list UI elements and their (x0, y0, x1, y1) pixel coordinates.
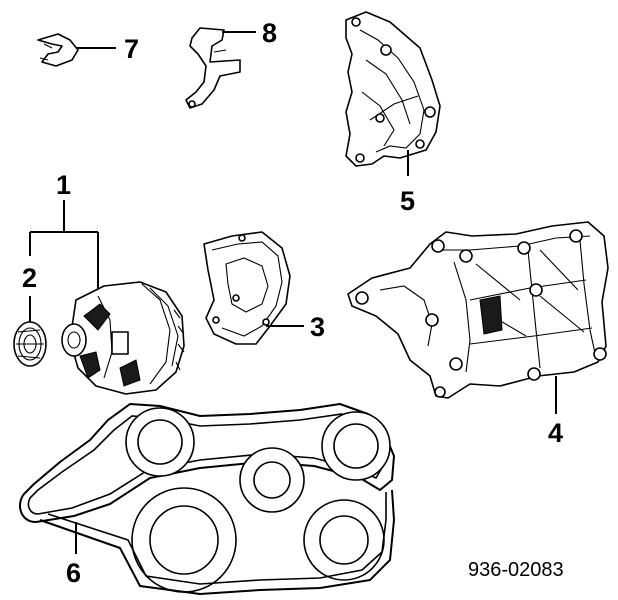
part-8-bracket (185, 27, 241, 109)
part-6-drive-belt (19, 403, 395, 595)
callout-4: 4 (548, 418, 563, 448)
callout-2: 2 (22, 263, 37, 293)
callout-7: 7 (124, 34, 139, 64)
part-7-clip (37, 33, 79, 67)
callout-5: 5 (400, 186, 415, 216)
leader-tree-1 (29, 200, 99, 296)
part-3-cover (203, 231, 291, 345)
callout-3: 3 (310, 312, 325, 342)
part-4-main-bracket (347, 221, 609, 399)
part-1-alternator (61, 281, 185, 395)
reference-code: 936-02083 (468, 559, 564, 581)
callout-8: 8 (262, 18, 277, 48)
part-2-pulley (13, 321, 47, 367)
part-5-upper-bracket (345, 11, 441, 167)
callout-1: 1 (56, 170, 71, 200)
callout-6: 6 (66, 558, 81, 588)
